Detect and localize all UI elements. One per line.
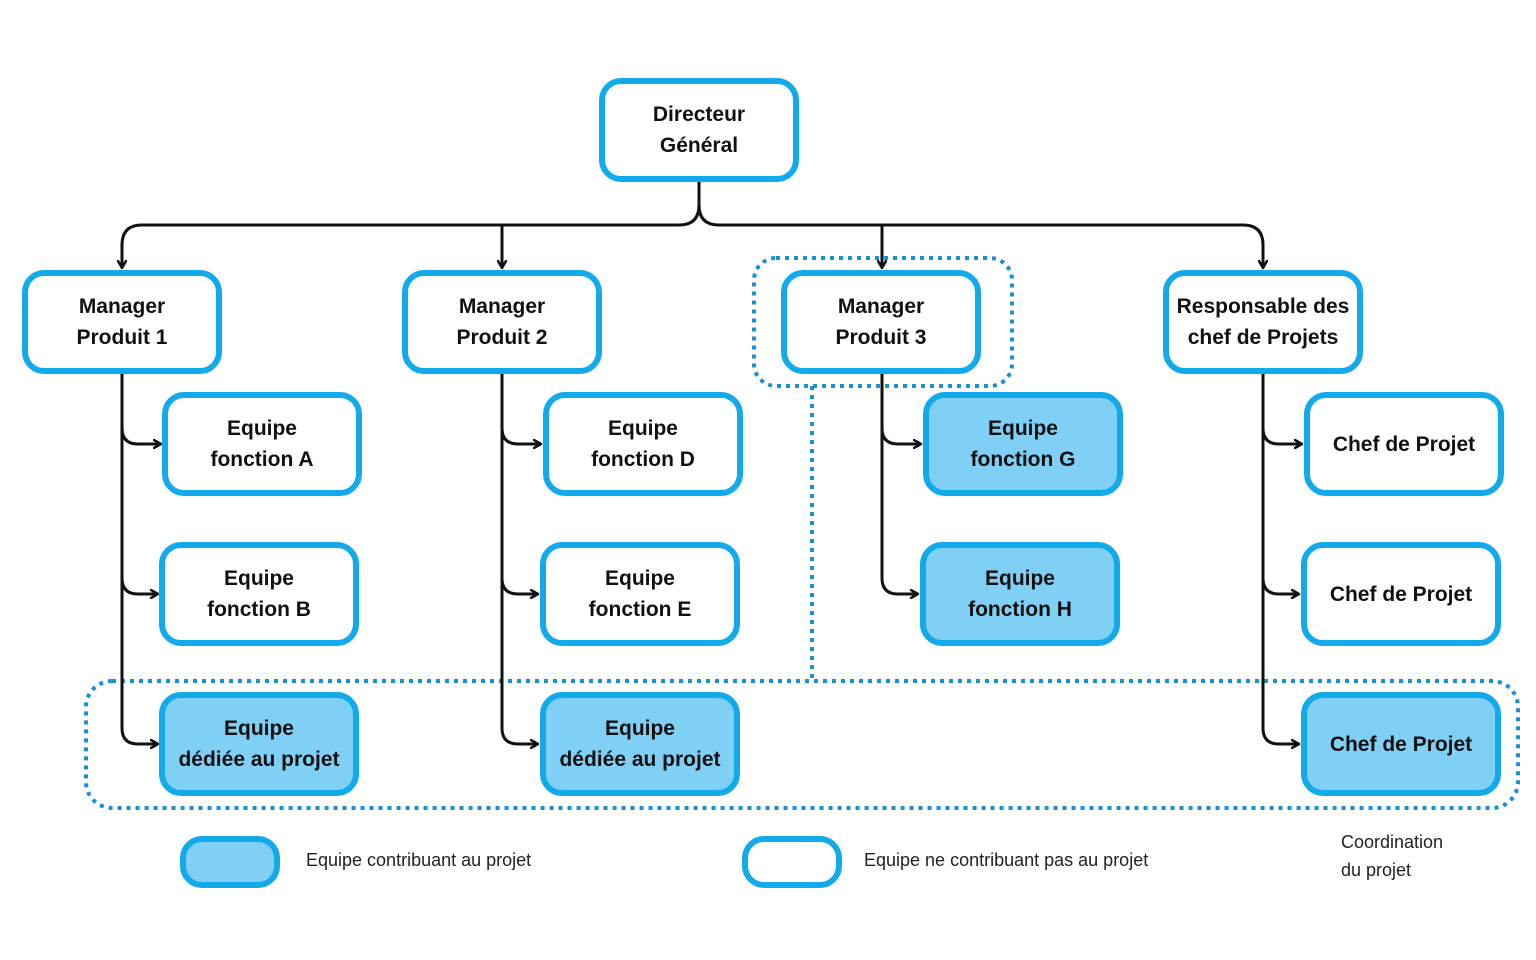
node-chef-de-projet-3: Chef de Projet [1301, 692, 1501, 796]
connector-mp3-spine [880, 372, 918, 594]
node-equipe-fonction-g: Equipe fonction G [923, 392, 1123, 496]
node-label: Chef de Projet [1329, 582, 1473, 606]
legend-label-coordination: Coordination du projet [1341, 832, 1444, 880]
connector-dg-bus [122, 180, 701, 268]
legend-label-non-contributing: Equipe ne contribuant pas au projet [864, 850, 1149, 870]
connector-mp1-spine [120, 372, 158, 744]
connector-rcp-cp1 [1261, 427, 1302, 444]
node-equipe-fonction-d: Equipe fonction D [543, 392, 743, 496]
node-label: Directeur Général [652, 103, 746, 157]
legend-swatch-non-contributing [742, 836, 842, 888]
node-label: Manager Produit 2 [456, 295, 548, 349]
coordination-outline-top [752, 256, 1014, 388]
node-equipe-fonction-h: Equipe fonction H [920, 542, 1120, 646]
node-label: Equipe fonction A [210, 417, 314, 471]
node-label: Chef de Projet [1329, 732, 1473, 756]
node-label: Chef de Projet [1332, 432, 1476, 456]
node-equipe-fonction-b: Equipe fonction B [159, 542, 359, 646]
node-equipe-fonction-a: Equipe fonction A [162, 392, 362, 496]
node-label: Equipe fonction D [591, 417, 695, 471]
coordination-outline-bottom [84, 679, 1520, 810]
node-label: Equipe fonction E [588, 567, 692, 621]
node-label: Equipe dédiée au projet [559, 717, 721, 771]
node-manager-produit-1: Manager Produit 1 [22, 270, 222, 374]
connector-rcp-cp2 [1261, 577, 1299, 594]
connector-mp2-spine [500, 372, 538, 744]
node-label: Manager Produit 3 [835, 295, 927, 349]
node-chef-de-projet-2: Chef de Projet [1301, 542, 1501, 646]
node-label: Equipe dédiée au projet [178, 717, 340, 771]
connector-mp1-efa [120, 427, 161, 444]
node-label: Equipe fonction B [207, 567, 311, 621]
node-label: Manager Produit 1 [76, 295, 168, 349]
node-equipe-dediee-1: Equipe dédiée au projet [159, 692, 359, 796]
legend-swatch-contributing [180, 836, 280, 888]
node-manager-produit-2: Manager Produit 2 [402, 270, 602, 374]
connector-mp2-efd [500, 427, 541, 444]
node-directeur-general: Directeur Général [599, 78, 799, 182]
connector-dg-right [697, 204, 1263, 268]
node-label: Responsable des chef de Projets [1176, 295, 1350, 349]
node-responsable-chefs-projets: Responsable des chef de Projets [1163, 270, 1363, 374]
connector-mp3-efg [880, 427, 921, 444]
node-equipe-dediee-2: Equipe dédiée au projet [540, 692, 740, 796]
node-equipe-fonction-e: Equipe fonction E [540, 542, 740, 646]
node-chef-de-projet-1: Chef de Projet [1304, 392, 1504, 496]
node-label: Equipe fonction G [970, 417, 1076, 471]
node-manager-produit-3: Manager Produit 3 [781, 270, 981, 374]
node-label: Equipe fonction H [968, 567, 1072, 621]
connector-rcp-spine [1261, 372, 1299, 744]
legend-label-contributing: Equipe contribuant au projet [306, 850, 532, 870]
connector-mp1-efb [120, 577, 158, 594]
connector-mp2-efe [500, 577, 538, 594]
